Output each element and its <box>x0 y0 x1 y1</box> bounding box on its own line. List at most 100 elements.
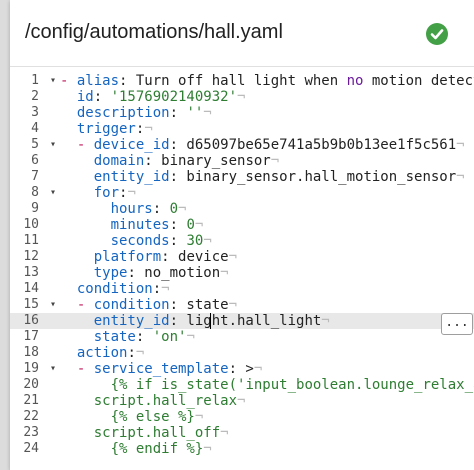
code-line[interactable]: 2 id: '1576902140932'¬ <box>10 89 474 105</box>
line-number: 15 ▾ <box>10 297 56 313</box>
code-line[interactable]: 11 seconds: 30¬ <box>10 233 474 249</box>
line-number-text: 2 <box>31 89 39 104</box>
line-number-text: 11 <box>23 233 39 248</box>
line-number: 1▾ <box>10 73 56 89</box>
line-number: 5▾ <box>10 137 56 153</box>
text-cursor <box>210 313 211 329</box>
line-number-text: 14 <box>23 281 39 296</box>
code-text: {% endif %}¬ <box>110 441 212 457</box>
line-number: 24 <box>10 441 56 457</box>
line-number: 2 <box>10 89 56 105</box>
code-line[interactable]: 15 ▾ - condition: state¬ <box>10 297 474 313</box>
file-path: /config/automations/hall.yaml <box>25 21 283 43</box>
code-text: id: '1576902140932'¬ <box>76 89 246 105</box>
code-line[interactable]: 10 minutes: 0¬ <box>10 217 474 233</box>
line-number: 4 <box>10 121 56 137</box>
code-line[interactable]: 16 entity_id: light.hall_light¬ <box>10 313 474 329</box>
fold-arrow-icon[interactable]: ▾ <box>49 139 56 150</box>
fold-arrow-icon[interactable]: ▾ <box>49 363 56 374</box>
line-number: 17 <box>10 329 56 345</box>
line-number-text: 15 <box>23 297 39 312</box>
line-number: 13 <box>10 265 56 281</box>
line-number-text: 1 <box>31 73 39 88</box>
code-line[interactable]: 23 script.hall_off¬ <box>10 425 474 441</box>
code-text: - device_id: d65097be65e741a5b9b0b13ee1f… <box>76 137 465 153</box>
check-circle-icon <box>426 23 448 45</box>
line-number: 3 <box>10 105 56 121</box>
code-text: - alias: Turn off hall light when no mot… <box>60 73 474 89</box>
line-number: 6 <box>10 153 56 169</box>
line-number-text: 24 <box>23 441 39 456</box>
line-number-text: 22 <box>23 409 39 424</box>
code-line[interactable]: 4 trigger:¬ <box>10 121 474 137</box>
line-number: 16 <box>10 313 56 329</box>
line-number-text: 18 <box>23 345 39 360</box>
line-number: 7 <box>10 169 56 185</box>
fold-arrow-icon[interactable]: ▾ <box>49 187 56 198</box>
line-number-text: 3 <box>31 105 39 120</box>
code-text: entity_id: binary_sensor.hall_motion_sen… <box>93 169 465 185</box>
code-editor[interactable]: 1▾- alias: Turn off hall light when no m… <box>10 70 474 470</box>
code-text: seconds: 30¬ <box>110 233 212 249</box>
fold-arrow-icon[interactable]: ▾ <box>49 75 56 86</box>
code-text: condition:¬ <box>76 281 170 297</box>
code-line[interactable]: 17 state: 'on'¬ <box>10 329 474 345</box>
code-text: hours: 0¬ <box>110 201 187 217</box>
code-line[interactable]: 8▾ for:¬ <box>10 185 474 201</box>
code-line[interactable]: 9 hours: 0¬ <box>10 201 474 217</box>
code-text: type: no_motion¬ <box>93 265 229 281</box>
line-number: 19 ▾ <box>10 361 56 377</box>
line-number: 23 <box>10 425 56 441</box>
line-number-text: 16 <box>23 313 39 328</box>
code-line[interactable]: 18 action:¬ <box>10 345 474 361</box>
code-text: action:¬ <box>76 345 145 361</box>
code-text: minutes: 0¬ <box>110 217 204 233</box>
line-number: 20 <box>10 377 56 393</box>
code-line[interactable]: 6 domain: binary_sensor¬ <box>10 153 474 169</box>
editor-card: /config/automations/hall.yaml 1▾- alias:… <box>10 0 474 470</box>
code-text: entity_id: light.hall_light¬ <box>93 313 330 329</box>
code-line[interactable]: 20 {% if is_state('input_boolean.lounge_… <box>10 377 474 393</box>
code-text: description: ''¬ <box>76 105 212 121</box>
line-number-text: 21 <box>23 393 39 408</box>
code-text: - condition: state¬ <box>76 297 238 313</box>
line-number: 8▾ <box>10 185 56 201</box>
code-line[interactable]: 22 {% else %}¬ <box>10 409 474 425</box>
line-number-text: 9 <box>31 201 39 216</box>
line-number: 14 <box>10 281 56 297</box>
code-line[interactable]: 24 {% endif %}¬ <box>10 441 474 457</box>
line-number: 21 <box>10 393 56 409</box>
line-number: 12 <box>10 249 56 265</box>
code-text: {% if is_state('input_boolean.lounge_rel… <box>110 377 474 393</box>
line-number: 18 <box>10 345 56 361</box>
code-line[interactable]: 1▾- alias: Turn off hall light when no m… <box>10 73 474 89</box>
line-number-text: 7 <box>31 169 39 184</box>
line-number-text: 19 <box>23 361 39 376</box>
code-line[interactable]: 14 condition:¬ <box>10 281 474 297</box>
more-button[interactable]: ... <box>441 313 473 335</box>
line-number: 10 <box>10 217 56 233</box>
background-strip-left <box>0 0 12 470</box>
code-line[interactable]: 7 entity_id: binary_sensor.hall_motion_s… <box>10 169 474 185</box>
line-number-text: 8 <box>31 185 39 200</box>
code-line[interactable]: 5▾ - device_id: d65097be65e741a5b9b0b13e… <box>10 137 474 153</box>
file-header: /config/automations/hall.yaml <box>10 0 474 67</box>
code-line[interactable]: 3 description: ''¬ <box>10 105 474 121</box>
code-text: script.hall_off¬ <box>93 425 229 441</box>
line-number-text: 5 <box>31 137 39 152</box>
line-number-text: 13 <box>23 265 39 280</box>
code-text: domain: binary_sensor¬ <box>93 153 280 169</box>
code-text: trigger:¬ <box>76 121 153 137</box>
code-line[interactable]: 21 script.hall_relax¬ <box>10 393 474 409</box>
code-text: for:¬ <box>93 185 136 201</box>
code-line[interactable]: 12 platform: device¬ <box>10 249 474 265</box>
code-text: - service_template: >¬ <box>76 361 263 377</box>
line-number-text: 4 <box>31 121 39 136</box>
fold-arrow-icon[interactable]: ▾ <box>49 299 56 310</box>
code-line[interactable]: 13 type: no_motion¬ <box>10 265 474 281</box>
line-number-text: 20 <box>23 377 39 392</box>
code-line[interactable]: 19 ▾ - service_template: >¬ <box>10 361 474 377</box>
line-number: 11 <box>10 233 56 249</box>
line-number-text: 10 <box>23 217 39 232</box>
code-text: platform: device¬ <box>93 249 238 265</box>
